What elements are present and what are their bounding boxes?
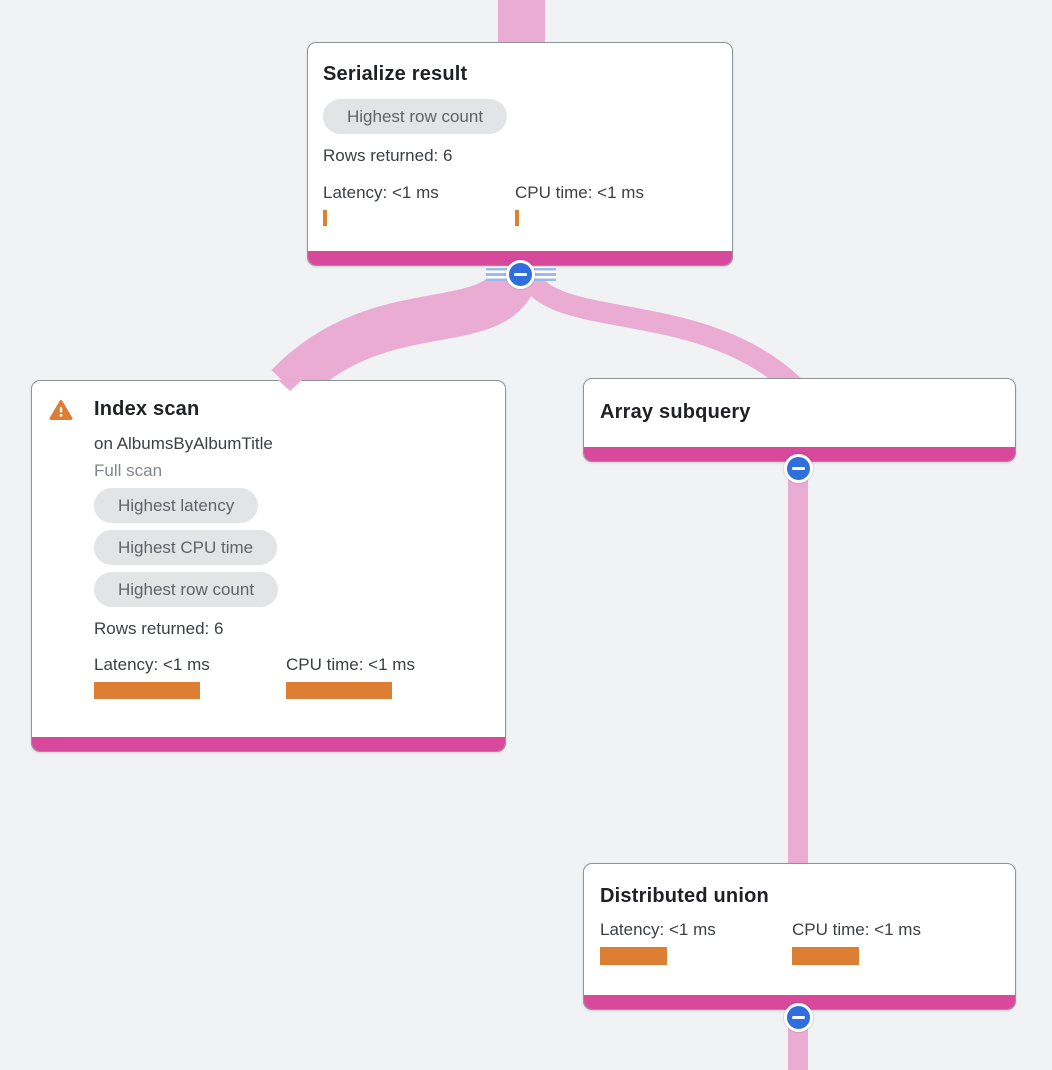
node-distributed-union[interactable]: Distributed union Latency: <1 ms CPU tim… xyxy=(583,863,1016,1010)
cpu-time-bar xyxy=(286,682,392,699)
children-lines-left xyxy=(486,267,508,281)
node-array-subquery[interactable]: Array subquery xyxy=(583,378,1016,462)
badge-highest-cpu-time: Highest CPU time xyxy=(94,530,278,565)
edge-serialize-result-to-array-subquery xyxy=(517,267,802,394)
node-serialize-result[interactable]: Serialize result Highest row count Rows … xyxy=(307,42,733,266)
cpu-time-label: CPU time: <1 ms xyxy=(286,655,415,674)
edge-parent-to-serialize-result xyxy=(498,0,545,47)
node-accent-bar xyxy=(308,251,732,265)
cpu-time-stat: CPU time: <1 ms xyxy=(286,655,488,699)
cpu-time-bar xyxy=(792,947,859,965)
latency-label: Latency: <1 ms xyxy=(94,655,210,674)
latency-stat: Latency: <1 ms xyxy=(94,655,286,699)
scan-type-label: Full scan xyxy=(94,461,163,480)
latency-bar xyxy=(94,682,200,699)
cpu-time-stat: CPU time: <1 ms xyxy=(515,183,717,226)
node-accent-bar xyxy=(584,995,1015,1009)
node-title: Distributed union xyxy=(600,885,769,907)
node-title: Serialize result xyxy=(323,63,468,85)
latency-bar xyxy=(600,947,667,965)
edge-array-subquery-to-distributed-union xyxy=(788,458,808,870)
latency-label: Latency: <1 ms xyxy=(323,183,439,202)
node-index-scan[interactable]: Index scan on AlbumsByAlbumTitle Full sc… xyxy=(31,380,506,752)
collapse-minus-icon xyxy=(792,1016,805,1019)
warning-triangle-icon xyxy=(49,399,73,420)
node-title: Array subquery xyxy=(600,401,751,423)
children-lines-right xyxy=(534,267,556,281)
edge-arrowhead-index-scan xyxy=(278,380,302,391)
node-accent-bar xyxy=(32,737,505,751)
index-name-label: on AlbumsByAlbumTitle xyxy=(94,434,273,453)
latency-label: Latency: <1 ms xyxy=(600,920,716,939)
latency-stat: Latency: <1 ms xyxy=(323,183,515,226)
latency-bar xyxy=(323,210,327,226)
node-title: Index scan xyxy=(94,398,200,420)
collapse-button-distributed-union[interactable] xyxy=(784,1003,813,1032)
badge-highest-row-count: Highest row count xyxy=(323,99,508,134)
edge-serialize-result-to-index-scan xyxy=(271,264,539,403)
collapse-button-serialize-result[interactable] xyxy=(506,260,535,289)
cpu-time-label: CPU time: <1 ms xyxy=(792,920,921,939)
badge-highest-row-count: Highest row count xyxy=(94,572,279,607)
badge-highest-latency: Highest latency xyxy=(94,488,259,523)
cpu-time-bar xyxy=(515,210,519,226)
collapse-button-array-subquery[interactable] xyxy=(784,454,813,483)
cpu-time-label: CPU time: <1 ms xyxy=(515,183,644,202)
collapse-minus-icon xyxy=(514,273,527,276)
collapse-minus-icon xyxy=(792,467,805,470)
rows-returned-label: Rows returned: 6 xyxy=(323,146,453,165)
rows-returned-label: Rows returned: 6 xyxy=(94,619,224,638)
latency-stat: Latency: <1 ms xyxy=(600,920,792,965)
cpu-time-stat: CPU time: <1 ms xyxy=(792,920,999,965)
